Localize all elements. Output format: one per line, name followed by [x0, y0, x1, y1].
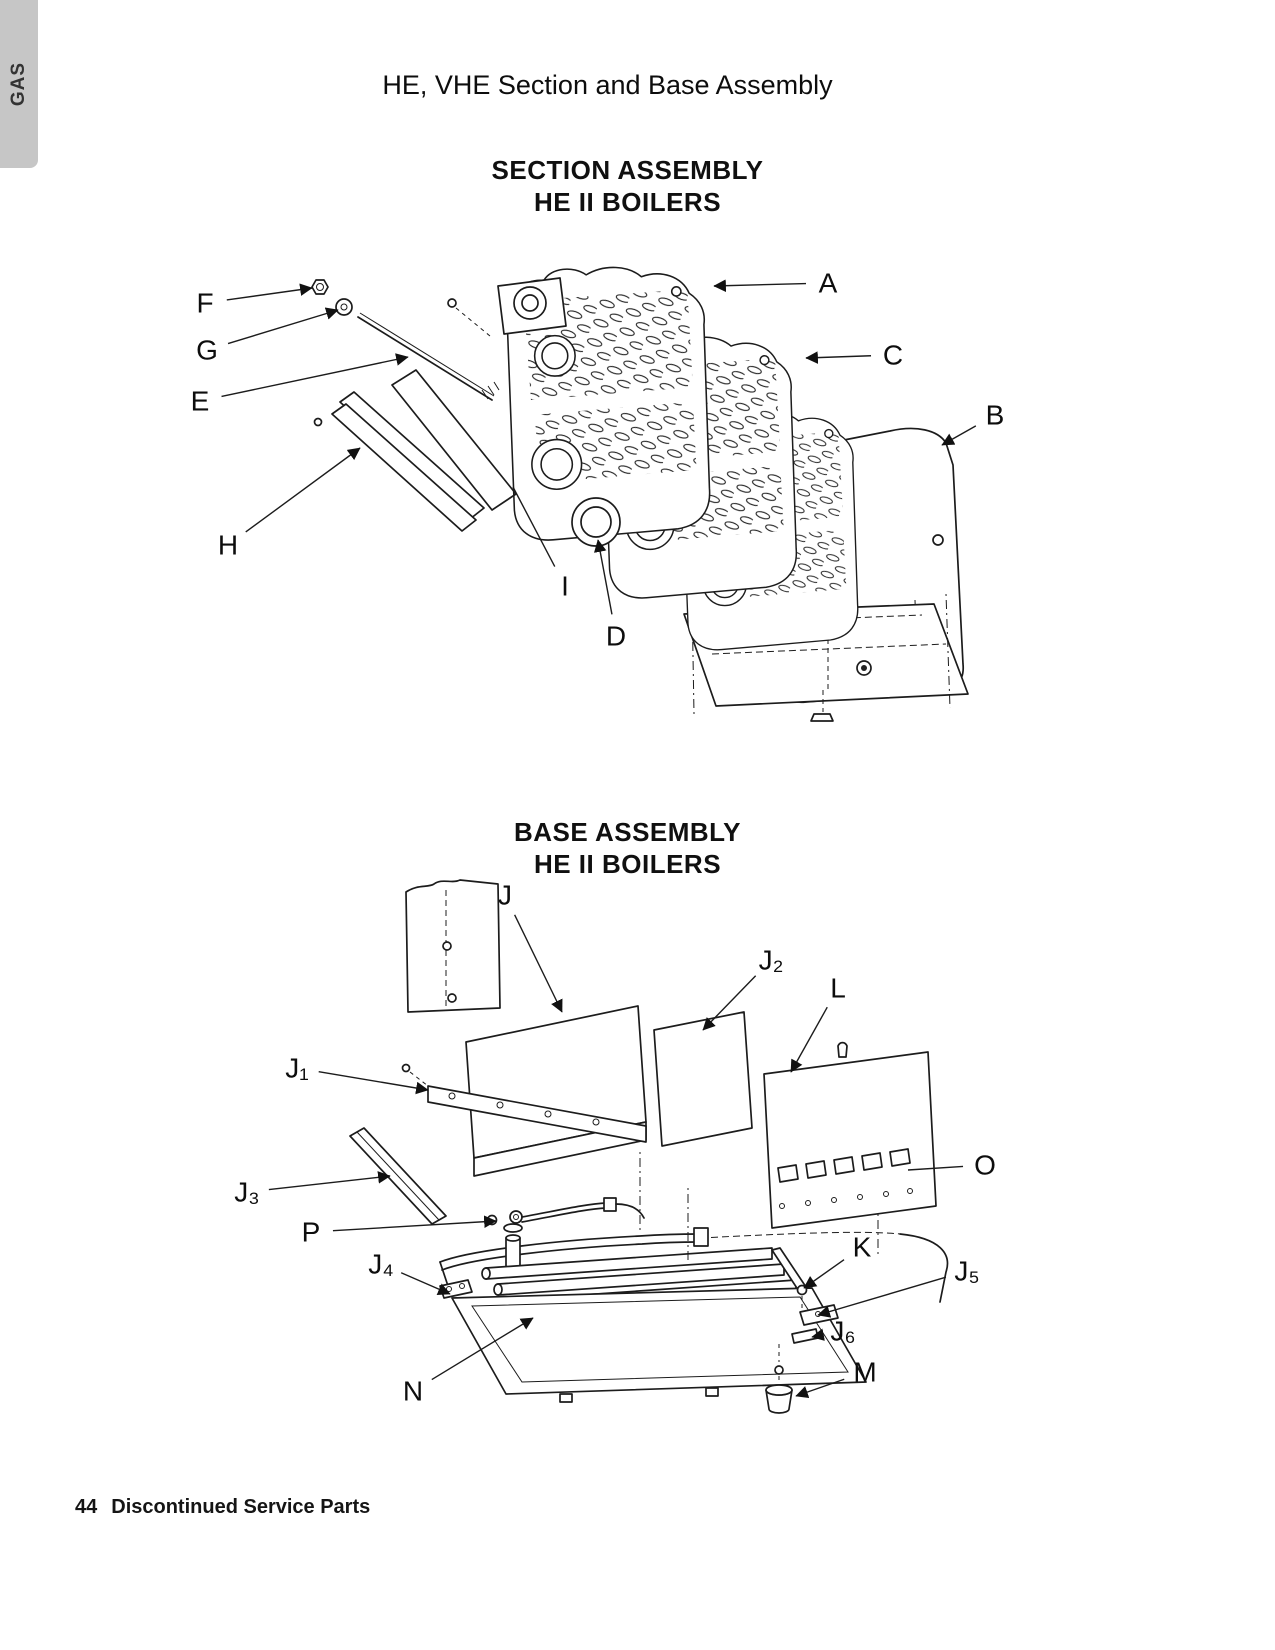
callout-I: I	[561, 571, 569, 602]
footer-page-number: 44	[75, 1496, 98, 1518]
leader-H	[245, 447, 361, 533]
leader-C	[805, 351, 872, 364]
callout-P: P	[302, 1217, 321, 1248]
footer-label: Discontinued Service Parts	[111, 1496, 371, 1518]
callout-N: N	[403, 1376, 423, 1407]
leader-I	[512, 486, 556, 567]
base-diagram	[349, 879, 949, 1414]
page-footer: 44 Discontinued Service Parts	[75, 1496, 370, 1519]
callout-J5: J₅	[954, 1256, 979, 1287]
leader-N	[431, 1317, 534, 1381]
gas-side-tab: GAS	[0, 0, 38, 168]
leader-L	[790, 1006, 828, 1073]
callouts-layer: FGE H I D A C B J J₂ L J₁ J₃ P J₄ O K J₅ J₆ M N	[191, 268, 1005, 1407]
callout-J6: J₆	[830, 1316, 855, 1347]
callout-K: K	[853, 1232, 872, 1263]
leader-D	[594, 539, 613, 615]
callout-A: A	[819, 268, 838, 299]
callout-J4: J₄	[368, 1249, 393, 1280]
section-assembly-title-line2: HE II BOILERS	[533, 187, 722, 217]
base-assembly-title-line2: HE II BOILERS	[533, 849, 722, 879]
callout-J1: J₁	[285, 1053, 308, 1084]
callout-J3: J₃	[234, 1177, 259, 1208]
section-diagram	[311, 266, 969, 722]
leader-K	[803, 1259, 845, 1289]
callout-J: J	[498, 880, 512, 911]
leader-O	[907, 1165, 964, 1171]
leader-B	[941, 425, 977, 446]
callout-L: L	[830, 973, 846, 1004]
leader-J1	[318, 1070, 429, 1095]
base-assembly-title: BASE ASSEMBLY HE II BOILERS	[0, 816, 1255, 880]
callout-H: H	[218, 530, 238, 561]
callout-B: B	[986, 400, 1005, 431]
callout-J2: J₂	[759, 945, 784, 976]
leader-M	[795, 1378, 845, 1399]
section-assembly-title: SECTION ASSEMBLY HE II BOILERS	[0, 154, 1255, 218]
callout-M: M	[853, 1357, 876, 1388]
leader-J	[514, 914, 563, 1013]
leader-J5	[817, 1276, 947, 1318]
leader-J2	[702, 975, 757, 1031]
leader-J6	[811, 1328, 825, 1341]
callout-D: D	[606, 621, 626, 652]
callout-O: O	[974, 1150, 996, 1181]
base-assembly-title-line1: BASE ASSEMBLY	[513, 817, 742, 847]
callout-C: C	[883, 340, 903, 371]
leader-J4	[400, 1272, 451, 1296]
callout-G: G	[196, 335, 218, 366]
page-title: HE, VHE Section and Base Assembly	[382, 70, 833, 100]
leader-E	[221, 353, 409, 398]
leader-P	[332, 1215, 497, 1232]
leader-G	[227, 307, 339, 345]
callout-F: F	[196, 288, 213, 319]
section-assembly-title-line1: SECTION ASSEMBLY	[491, 155, 764, 185]
leader-F	[226, 283, 313, 301]
leader-A	[713, 279, 807, 292]
leader-J3	[268, 1171, 391, 1191]
callout-E: E	[191, 386, 210, 417]
